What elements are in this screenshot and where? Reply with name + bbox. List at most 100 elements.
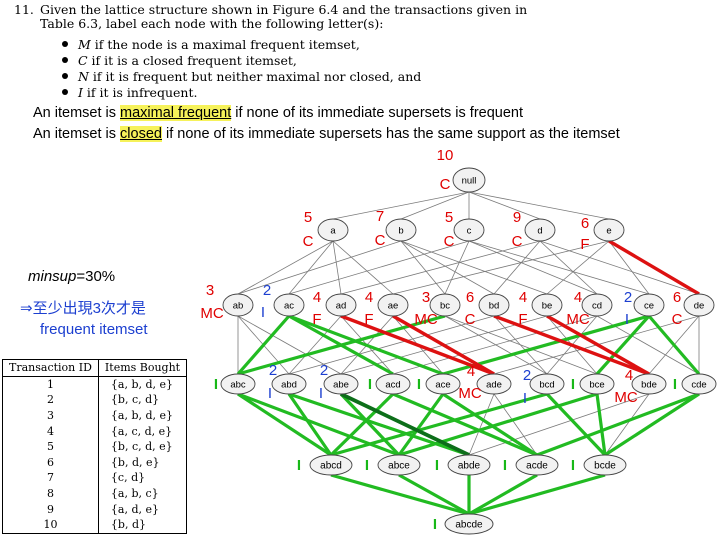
support-count: 4	[625, 367, 633, 384]
lattice-edge	[400, 240, 548, 295]
lattice-edge	[493, 393, 538, 456]
node-tag: I	[297, 457, 301, 474]
items-bought-cell: {b, d}	[98, 516, 188, 534]
infrequent-edge	[595, 314, 651, 376]
infrequent-edge	[287, 393, 333, 456]
lattice-node-null	[452, 167, 486, 193]
node-tag: I	[365, 457, 369, 474]
node-tag: I	[214, 376, 218, 393]
node-tag: I	[503, 457, 507, 474]
infrequent-edge	[536, 392, 700, 457]
node-label: ac	[284, 301, 294, 312]
lattice-node-abd	[271, 373, 307, 395]
node-tag: C	[444, 233, 455, 250]
node-tag: C	[303, 233, 314, 250]
lattice-node-abce	[377, 454, 421, 476]
lattice-node-ad	[325, 293, 357, 317]
support-count: 6	[581, 215, 589, 232]
lattice-node-ab	[222, 293, 254, 317]
node-label: acd	[385, 380, 400, 391]
table-row: 8{a, b, c}	[2, 485, 188, 502]
table-row: 10{b, d}	[2, 516, 188, 534]
node-tag: I	[417, 376, 421, 393]
bullet-maximal: M if the node is a maximal frequent item…	[62, 37, 360, 52]
node-tag: I	[368, 376, 372, 393]
transactions-table: Transaction ID Items Bought 1{a, b, d, e…	[2, 359, 188, 534]
lattice-edge	[400, 191, 470, 220]
lattice-edge	[608, 240, 650, 295]
infrequent-edge	[397, 393, 445, 456]
lattice-node-acde	[515, 454, 559, 476]
bullet-dot-icon	[62, 89, 68, 95]
bullet-closed: C if it is a closed frequent itemset,	[62, 53, 297, 68]
bullet-neither: N if it is frequent but neither maximal …	[62, 69, 421, 84]
lattice-edge	[468, 191, 610, 220]
infrequent-edge	[604, 392, 700, 457]
transaction-id-cell: 5	[2, 438, 99, 455]
support-drop-edge	[608, 239, 700, 296]
infrequent-edge	[330, 473, 470, 516]
infrequent-edge-dark	[340, 392, 470, 457]
node-tag: C	[440, 176, 451, 193]
lattice-node-abde	[447, 454, 491, 476]
lattice-node-acd	[375, 373, 411, 395]
support-drop-edge	[340, 314, 495, 376]
node-label: bcde	[594, 461, 616, 472]
lattice-edge	[237, 240, 334, 295]
node-label: abce	[388, 461, 410, 472]
lattice-node-bde	[631, 373, 667, 395]
table-row: 3{a, b, d, e}	[2, 407, 188, 424]
lattice-node-a	[317, 218, 349, 242]
node-tag: F	[518, 311, 527, 328]
bullet-dot-icon	[62, 57, 68, 63]
node-tag: I	[673, 376, 677, 393]
lattice-edge	[332, 240, 394, 295]
highlight-closed: closed	[120, 126, 162, 142]
question-line-2: Table 6.3, label each node with the foll…	[40, 16, 384, 31]
node-label: bce	[589, 380, 604, 391]
items-bought-cell: {b, c, d}	[98, 392, 188, 408]
lattice-edge	[468, 191, 541, 220]
items-bought-cell: {a, c, d, e}	[98, 423, 188, 439]
support-count: 4	[365, 289, 373, 306]
support-count: 10	[437, 147, 454, 164]
lattice-edge	[332, 191, 470, 220]
lattice-edge	[392, 240, 610, 295]
support-count: 5	[445, 209, 453, 226]
node-label: c	[467, 226, 472, 237]
transaction-id-cell: 7	[2, 470, 99, 486]
infrequent-edge	[468, 473, 538, 516]
node-label: b	[398, 226, 403, 237]
support-count: 4	[467, 363, 475, 380]
lattice-node-cde	[681, 373, 717, 395]
node-tag: MC	[414, 311, 437, 328]
node-tag: MC	[614, 389, 637, 406]
table-row: 1{a, b, d, e}	[2, 376, 188, 393]
lattice-edge	[340, 240, 541, 295]
highlight-maximal: maximal frequent	[120, 105, 232, 121]
node-tag: I	[433, 516, 437, 533]
node-tag: F	[364, 311, 373, 328]
table-row: 5{b, c, d, e}	[2, 438, 188, 455]
support-count: 2	[320, 362, 328, 379]
infrequent-edge	[647, 314, 701, 376]
lattice-edge	[288, 240, 470, 295]
support-count: 6	[466, 289, 474, 306]
node-tag: MC	[458, 385, 481, 402]
node-label: acde	[526, 461, 548, 472]
node-label: bcd	[539, 380, 554, 391]
node-tag: I	[571, 457, 575, 474]
node-tag: I	[261, 304, 265, 321]
node-label: cde	[691, 380, 706, 391]
node-tag: C	[512, 233, 523, 250]
lattice-edge	[468, 240, 650, 295]
lattice-edge	[288, 315, 495, 375]
infrequent-edge	[392, 392, 538, 457]
lattice-edge	[332, 240, 342, 295]
infrequent-edge	[329, 392, 395, 457]
items-bought-cell: {b, d, e}	[98, 454, 188, 471]
items-bought-cell: {c, d}	[98, 470, 188, 486]
items-bought-cell: {a, b, d, e}	[98, 407, 188, 424]
